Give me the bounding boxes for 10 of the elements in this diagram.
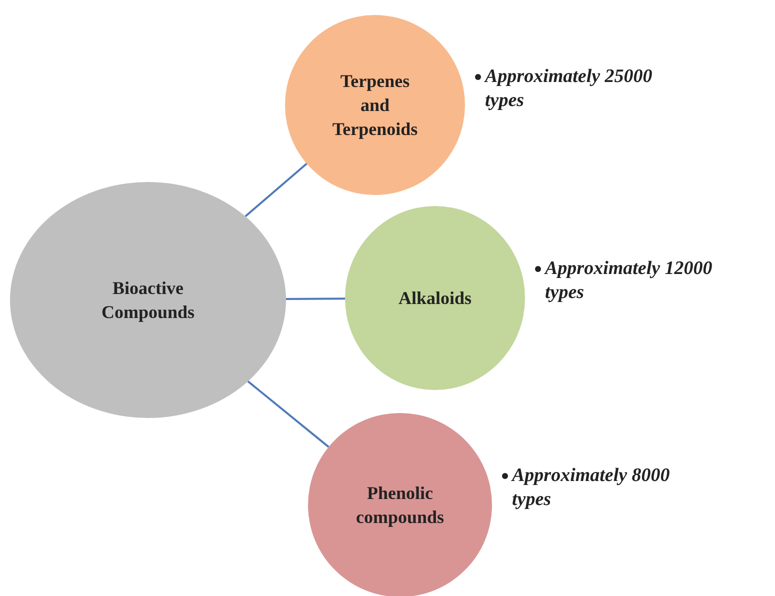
annotation-text: Approximately 12000 types xyxy=(545,256,714,306)
annotation-text: Approximately 25000 types xyxy=(485,64,654,114)
annotation-text: Approximately 8000 types xyxy=(512,464,671,512)
connector-line xyxy=(247,380,330,448)
node-label: Alkaloids xyxy=(398,286,472,310)
node-label: Terpenes and Terpenoids xyxy=(331,70,419,142)
node-label: Bioactive Compounds xyxy=(100,276,196,324)
connector-line xyxy=(286,298,345,300)
connector-line xyxy=(244,162,308,218)
node-label: Phenolic compounds xyxy=(354,482,446,529)
